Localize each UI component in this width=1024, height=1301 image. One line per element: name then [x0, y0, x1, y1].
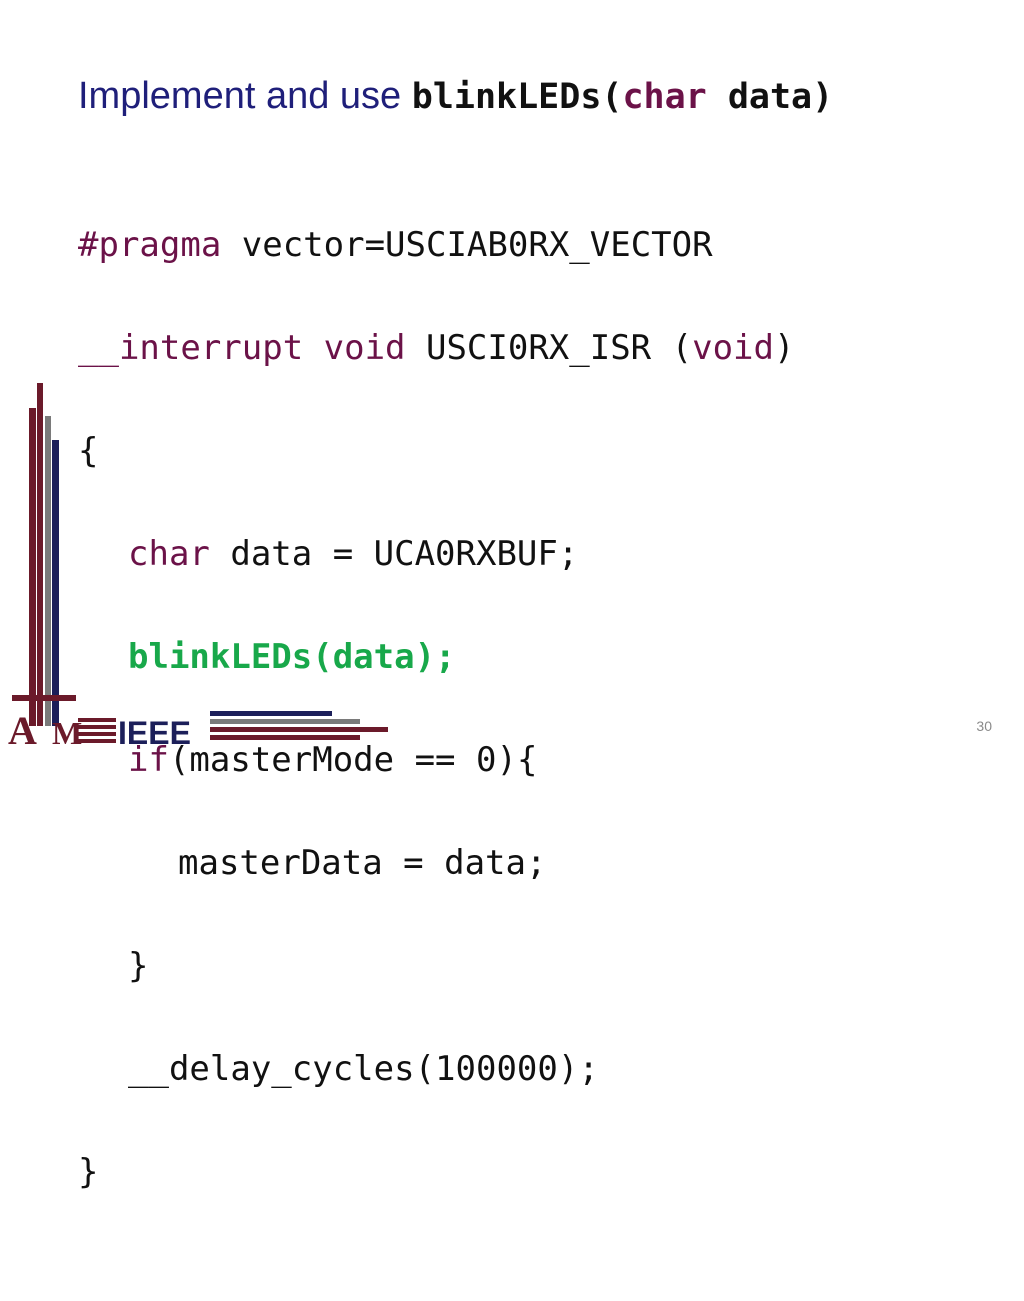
code-line-10: } [78, 1151, 99, 1192]
logo-ieee-text: IEEE [118, 715, 191, 751]
code-line-6: if(masterMode == 0){ [128, 739, 538, 780]
code-line-8: } [128, 945, 149, 986]
code-line-2: __interrupt void USCI0RX_ISR (void) [78, 327, 795, 368]
logo-letter-m: M [52, 715, 82, 751]
code-line-5-highlight: blinkLEDs(data); [128, 636, 456, 677]
title-function: blinkLEDs(char data) [411, 77, 834, 117]
logo-bar-gray [45, 416, 51, 726]
logo-t-bar [12, 695, 76, 701]
slide-title: Implement and use blinkLEDs(char data) [78, 70, 833, 123]
page-number: 30 [976, 718, 992, 734]
logo-bar-maroon-1 [29, 408, 36, 726]
logo-letter-a: A [8, 708, 37, 753]
code-line-7: masterData = data; [178, 842, 547, 883]
logo-stripe-1 [78, 718, 116, 722]
logo-right-navy [210, 711, 332, 716]
logo-bar-maroon-2 [37, 383, 43, 726]
code-line-9: __delay_cycles(100000); [128, 1048, 599, 1089]
code-line-1: #pragma vector=USCIAB0RX_VECTOR [78, 224, 713, 265]
logo-stripe-2 [78, 725, 116, 729]
tamu-ieee-logo: A M IEEE [8, 383, 388, 753]
logo-right-maroon-2 [210, 735, 360, 740]
slide: Implement and use blinkLEDs(char data) #… [8, 70, 992, 1192]
logo-stripe-4 [78, 739, 116, 743]
logo-stripe-3 [78, 732, 116, 736]
logo-bar-navy [52, 440, 59, 726]
logo-right-gray [210, 719, 360, 724]
logo-right-maroon-1 [210, 727, 388, 732]
title-prefix: Implement and use [78, 75, 412, 117]
code-line-3: { [78, 430, 99, 471]
code-line-4: char data = UCA0RXBUF; [128, 533, 579, 574]
